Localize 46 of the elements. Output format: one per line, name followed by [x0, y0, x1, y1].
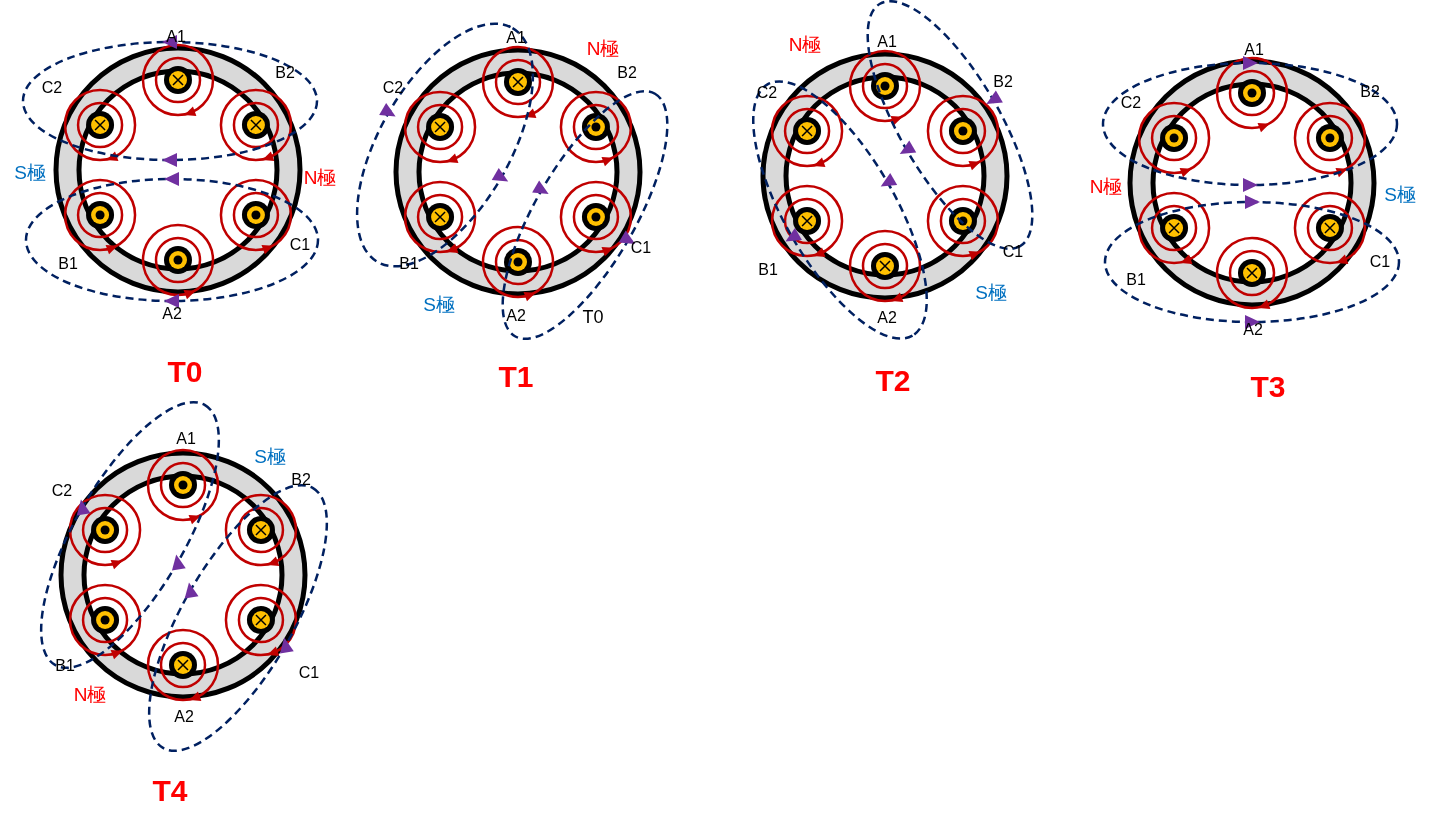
terminal-label: A1: [166, 29, 186, 45]
terminal-label: C2: [1120, 95, 1142, 111]
terminal-label: B2: [1360, 84, 1380, 100]
pole-label: S極: [1384, 184, 1416, 204]
terminal-label: B1: [58, 256, 78, 272]
terminal-label: A2: [162, 306, 182, 322]
pole-label: N極: [303, 167, 337, 187]
pole-label: S極: [14, 162, 46, 182]
terminal-label: A1: [877, 34, 897, 50]
panel-title: T2: [875, 366, 911, 396]
terminal-label: B1: [758, 262, 778, 278]
terminal-label: C1: [298, 665, 320, 681]
terminal-label: A1: [176, 431, 196, 447]
panel-title: T0: [167, 357, 203, 387]
terminal-label: A2: [174, 709, 194, 725]
terminal-label: C1: [630, 240, 652, 256]
terminal-label: A2: [1243, 322, 1263, 338]
terminal-label: C2: [756, 85, 778, 101]
terminal-label: C2: [51, 483, 73, 499]
terminal-label: C1: [1369, 254, 1391, 270]
terminal-label: B1: [1126, 272, 1146, 288]
pole-label: N極: [586, 38, 620, 58]
terminal-label: C1: [1002, 244, 1024, 260]
terminal-label: B2: [617, 65, 637, 81]
pole-label: S極: [975, 282, 1007, 302]
time-label: T0: [582, 308, 604, 326]
terminal-label: B1: [55, 658, 75, 674]
terminal-label: B1: [399, 256, 419, 272]
terminal-label: A2: [877, 310, 897, 326]
pole-label: S極: [254, 446, 286, 466]
terminal-label: C2: [41, 80, 63, 96]
pole-label: N極: [73, 684, 107, 704]
terminal-label: B2: [993, 74, 1013, 90]
panel-title: T1: [498, 362, 534, 392]
terminal-label: B2: [291, 472, 311, 488]
terminal-label: A1: [506, 30, 526, 46]
pole-label: S極: [423, 294, 455, 314]
terminal-label: C1: [289, 237, 311, 253]
terminal-label: C2: [382, 80, 404, 96]
terminal-label: A1: [1244, 42, 1264, 58]
terminal-label: A2: [506, 308, 526, 324]
panel-title: T3: [1250, 372, 1286, 402]
pole-label: N極: [788, 34, 822, 54]
pole-label: N極: [1089, 176, 1123, 196]
panel-title: T4: [152, 776, 188, 806]
terminal-label: B2: [275, 65, 295, 81]
